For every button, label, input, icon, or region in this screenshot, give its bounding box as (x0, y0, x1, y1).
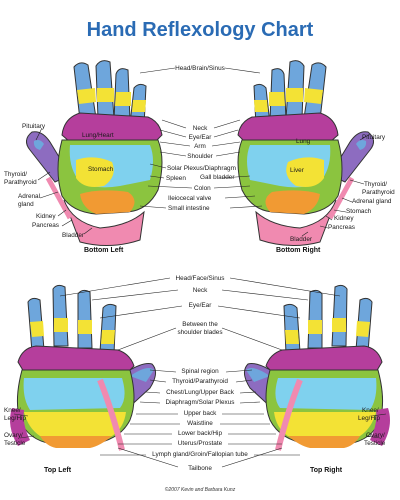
label-adrenal-left-1: Adrenal (18, 193, 40, 200)
label-eye-ear: Eye/Ear (189, 134, 213, 141)
label-knee-left-1: Knee/ (4, 407, 21, 414)
label-solar-plexus: Solar Plexus/Diaphragm (167, 165, 236, 172)
hand-outline-icon (10, 285, 156, 450)
top-upper-labels: Head/Face/Sinus Neck Eye/Ear Between the… (59, 275, 341, 351)
label-adrenal-right: Adrenal gland (352, 198, 392, 205)
label-between-1: Between the (182, 321, 218, 328)
zone-lung-heart: Lung/Heart (82, 132, 114, 139)
label-thyroid-left-1: Thyroid/ (4, 171, 27, 178)
zone-stomach: Stomach (88, 166, 114, 173)
label-pancreas-right: Pancreas (328, 224, 355, 231)
label-knee-right-1: Knee/ (362, 407, 379, 414)
label-kidney-left: Kidney (36, 213, 56, 220)
label-pituitary-right: Pituitary (362, 134, 386, 141)
label-lymph: Lymph gland/Groin/Fallopian tube (152, 451, 248, 458)
bottom-right-side-labels: Pituitary Thyroid/ Parathyroid Adrenal g… (290, 133, 395, 243)
label-knee-right-2: Leg/Hip (358, 415, 380, 422)
label-eye-ear-top: Eye/Ear (189, 302, 213, 309)
label-neck-top: Neck (193, 287, 208, 294)
label-small-intestine: Small intestine (168, 205, 210, 212)
label-head-brain-sinus: Head/Brain/Sinus (175, 65, 225, 72)
label-ovary-left-1: Ovary/ (4, 432, 23, 439)
label-upper-back: Upper back (184, 410, 217, 417)
label-spinal-region: Spinal region (181, 368, 219, 375)
bottom-center-labels: Head/Brain/Sinus Neck Eye/Ear Arm Should… (139, 65, 263, 212)
label-arm: Arm (194, 143, 206, 150)
label-pancreas-left: Pancreas (32, 222, 59, 229)
label-bladder-right: Bladder (290, 236, 313, 243)
caption-top-left: Top Left (44, 467, 72, 474)
label-ovary-right-1: Ovary/ (366, 432, 385, 439)
label-between-2: shoulder blades (177, 329, 222, 336)
caption-top-right: Top Right (310, 467, 343, 474)
label-ileocecal: Ileiocecal valve (168, 195, 212, 202)
bottom-left-side-labels: Pituitary Thyroid/ Parathyroid Adrenal g… (4, 123, 93, 239)
top-lower-labels: Spinal region Thyroid/Parathyroid Chest/… (100, 368, 300, 472)
label-waistline: Waistline (187, 420, 213, 427)
copyright: ©2007 Kevin and Barbara Kunz (165, 486, 236, 493)
top-right-side-labels: Knee/ Leg/Hip Ovary/ Testicle (358, 407, 387, 447)
top-left-side-labels: Knee/ Leg/Hip Ovary/ Testicle (4, 407, 35, 447)
label-gall-bladder: Gall bladder (200, 174, 235, 181)
label-adrenal-left-2: gland (18, 201, 34, 208)
label-diaphragm: Diaphragm/Solar Plexus (166, 399, 235, 406)
chart-title: Hand Reflexology Chart (87, 19, 314, 41)
label-thyroid-left-2: Parathyroid (4, 179, 37, 186)
label-pituitary-left: Pituitary (22, 123, 46, 130)
caption-bottom-left: Bottom Left (84, 247, 124, 254)
label-stomach-right: Stomach (346, 208, 372, 215)
zone-liver: Liver (290, 167, 305, 174)
hand-outline-icon (244, 285, 390, 450)
label-tailbone: Tailbone (188, 465, 212, 472)
label-kidney-right: Kidney (334, 215, 354, 222)
caption-bottom-right: Bottom Right (276, 247, 321, 254)
label-thyroid-right-2: Parathyroid (362, 189, 395, 196)
label-ovary-right-2: Testicle (364, 440, 386, 447)
label-shoulder: Shoulder (187, 153, 213, 160)
label-ovary-left-2: Testicle (4, 440, 26, 447)
label-chest-lung: Chest/Lung/Upper Back (166, 389, 235, 396)
label-colon: Colon (194, 185, 211, 192)
label-head-face-sinus: Head/Face/Sinus (175, 275, 224, 282)
zone-lung: Lung (296, 138, 311, 145)
label-thyroid-top: Thyroid/Parathyroid (172, 378, 228, 385)
label-thyroid-right-1: Thyroid/ (364, 181, 387, 188)
label-bladder-left: Bladder (62, 232, 85, 239)
label-spleen: Spleen (166, 175, 186, 182)
label-knee-left-2: Leg/Hip (4, 415, 26, 422)
label-uterus: Uterus/Prostate (178, 440, 223, 447)
label-lower-back: Lower back/Hip (178, 430, 222, 437)
label-neck: Neck (193, 125, 208, 132)
